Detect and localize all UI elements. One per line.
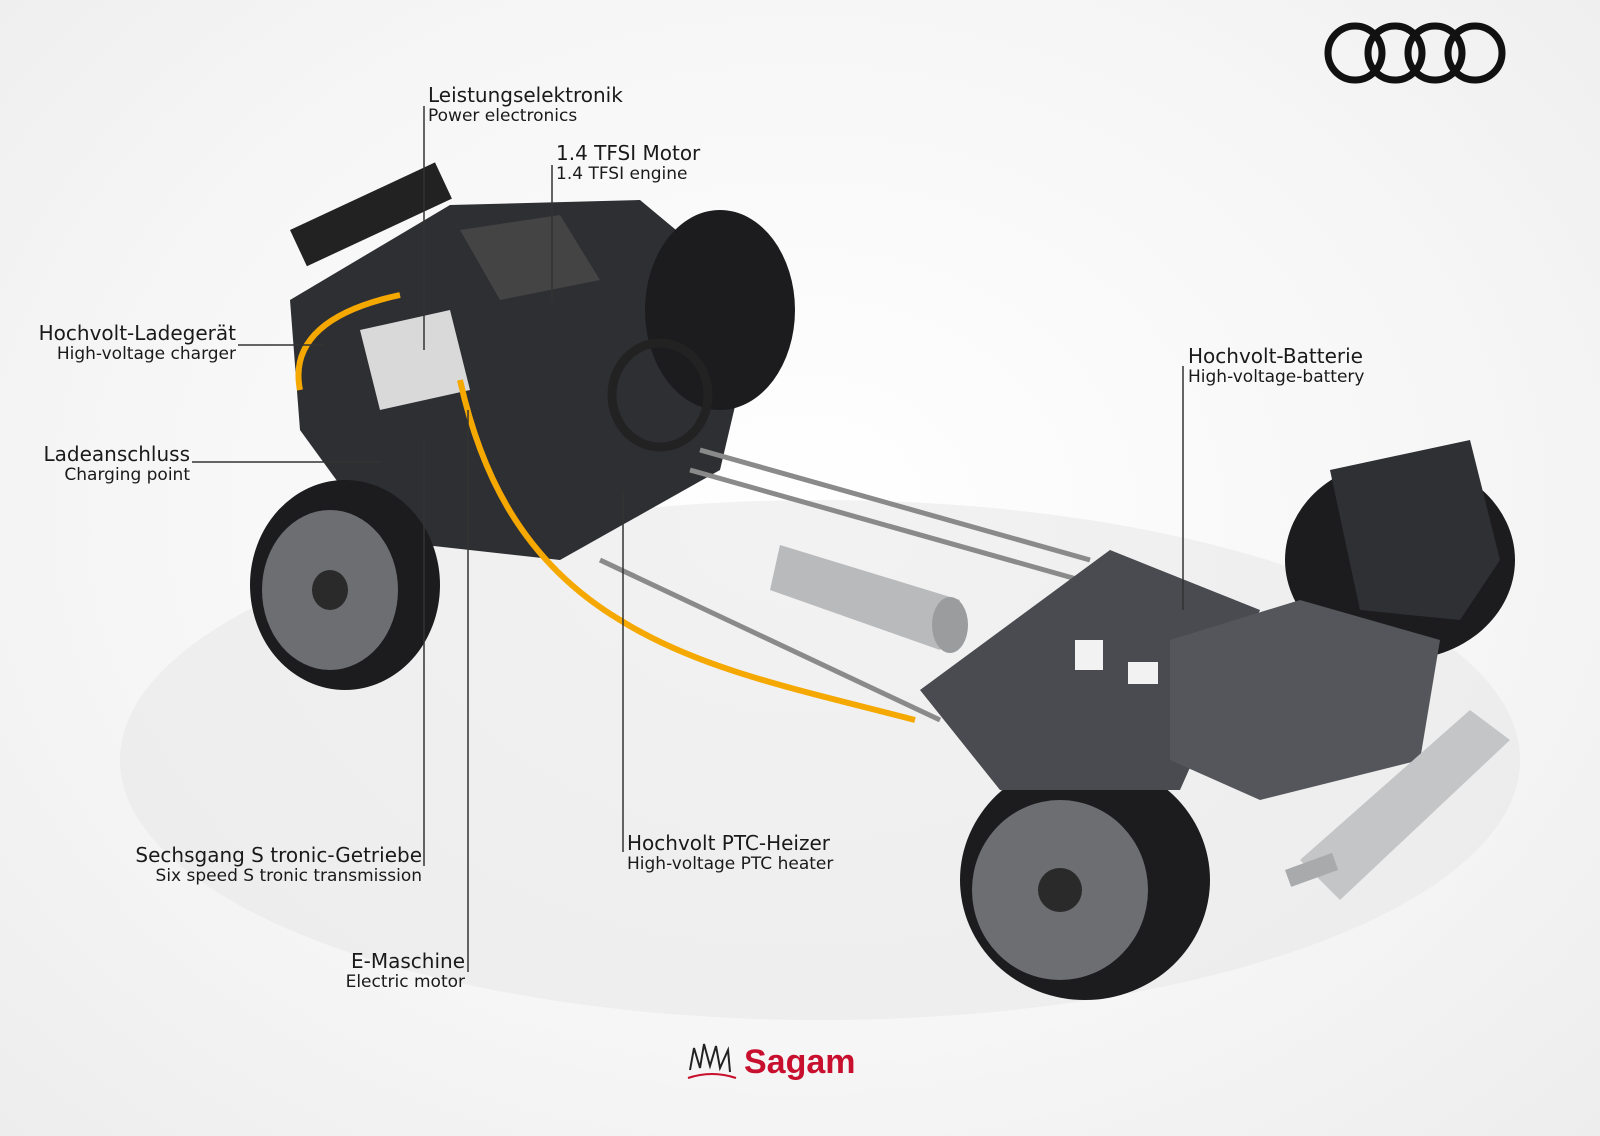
hv-cable (295, 292, 916, 723)
front-module (290, 162, 760, 560)
label-de: Leistungselektronik (428, 83, 623, 107)
label-engine: 1.4 TFSI Motor 1.4 TFSI engine (556, 142, 700, 185)
label-transmission: Sechsgang S tronic-Getriebe Six speed S … (135, 844, 422, 887)
label-de: Sechsgang S tronic-Getriebe (135, 843, 422, 867)
rear-silencer (1285, 710, 1510, 900)
label-de: Hochvolt-Ladegerät (38, 321, 236, 345)
label-electric-motor: E-Maschine Electric motor (346, 950, 465, 993)
sagam-watermark: Sagam (686, 1040, 856, 1084)
label-charging-point: Ladeanschluss Charging point (44, 443, 191, 486)
leader-lines (192, 106, 1184, 972)
label-de: Ladeanschluss (43, 442, 191, 466)
label-de: E-Maschine (351, 949, 465, 973)
fuel-tank (1170, 600, 1440, 800)
label-de: Hochvolt PTC-Heizer (627, 831, 830, 855)
label-de: Hochvolt-Batterie (1188, 344, 1363, 368)
front-right-wheel (645, 210, 795, 410)
label-en: Charging point (64, 465, 190, 485)
steering-wheel (607, 338, 713, 452)
middle-silencer (770, 545, 968, 653)
label-en: High-voltage PTC heater (627, 854, 834, 874)
label-en: 1.4 TFSI engine (556, 164, 688, 184)
label-en: High-voltage-battery (1188, 367, 1365, 387)
label-en: Six speed S tronic transmission (155, 866, 422, 886)
rear-left-wheel (960, 760, 1210, 1000)
label-power-electronics: Leistungselektronik Power electronics (428, 84, 623, 127)
sagam-text: Sagam (744, 1042, 856, 1081)
audi-logo (1324, 22, 1506, 84)
label-en: Power electronics (428, 106, 578, 126)
label-en: High-voltage charger (56, 344, 236, 364)
label-ptc-heater: Hochvolt PTC-Heizer High-voltage PTC hea… (627, 832, 833, 875)
label-en: Electric motor (345, 972, 465, 992)
label-charger: Hochvolt-Ladegerät High-voltage charger (39, 322, 236, 365)
crown-icon (687, 1043, 737, 1079)
label-battery: Hochvolt-Batterie High-voltage-battery (1188, 345, 1364, 388)
front-left-wheel (250, 480, 440, 690)
label-de: 1.4 TFSI Motor (556, 141, 701, 165)
